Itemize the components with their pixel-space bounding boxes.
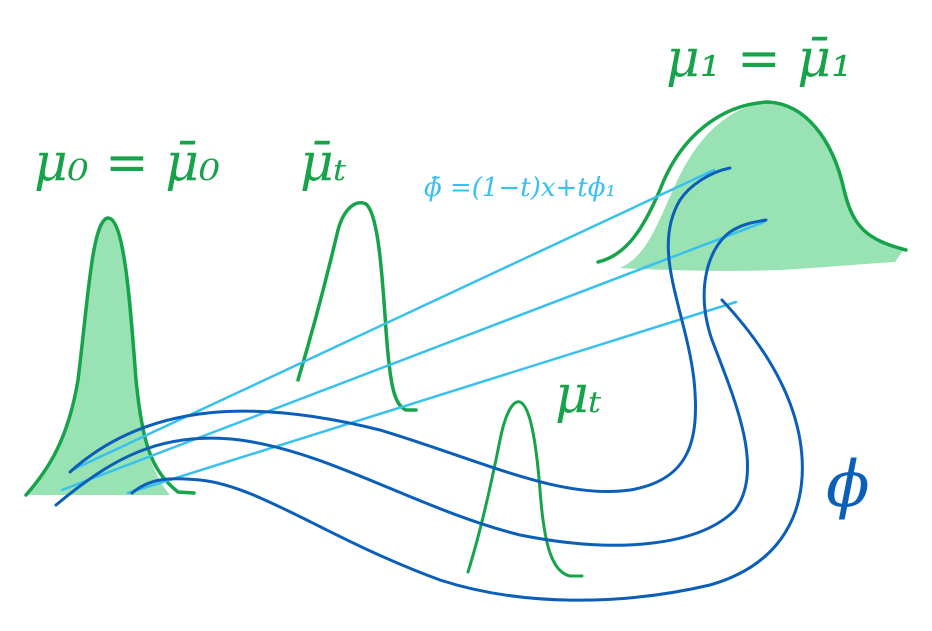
- label-phi: ϕ: [826, 448, 870, 522]
- label-phi-bar-formula: ϕ̄ =(1−t)x+tϕ₁: [424, 173, 616, 203]
- mu1-fill: [620, 102, 905, 271]
- phi-bar-line: [126, 300, 738, 495]
- mu1-distribution: [596, 100, 908, 271]
- phi-bar-line: [70, 168, 716, 472]
- mu-t-outline: [466, 400, 584, 578]
- phi-curve: [54, 218, 768, 547]
- phi-bar-line: [60, 220, 766, 492]
- mu-t-distribution: [466, 400, 584, 578]
- mu-bar-t-outline: [296, 201, 418, 412]
- label-mu0: μ₀ = μ̄₀: [34, 133, 220, 193]
- label-mu1: μ₁ = μ̄₁: [666, 29, 852, 89]
- phi-curve: [130, 298, 804, 602]
- mu1-outline: [596, 100, 908, 264]
- phi-curve: [68, 166, 732, 494]
- label-mu-t: μₜ: [555, 365, 602, 425]
- label-mu-bar-t: μ̄ₜ: [300, 133, 347, 193]
- phi-bar-lines: [60, 168, 766, 495]
- mu-bar-t-distribution: [296, 201, 418, 412]
- phi-curves: [54, 166, 804, 602]
- mu0-fill: [26, 218, 170, 495]
